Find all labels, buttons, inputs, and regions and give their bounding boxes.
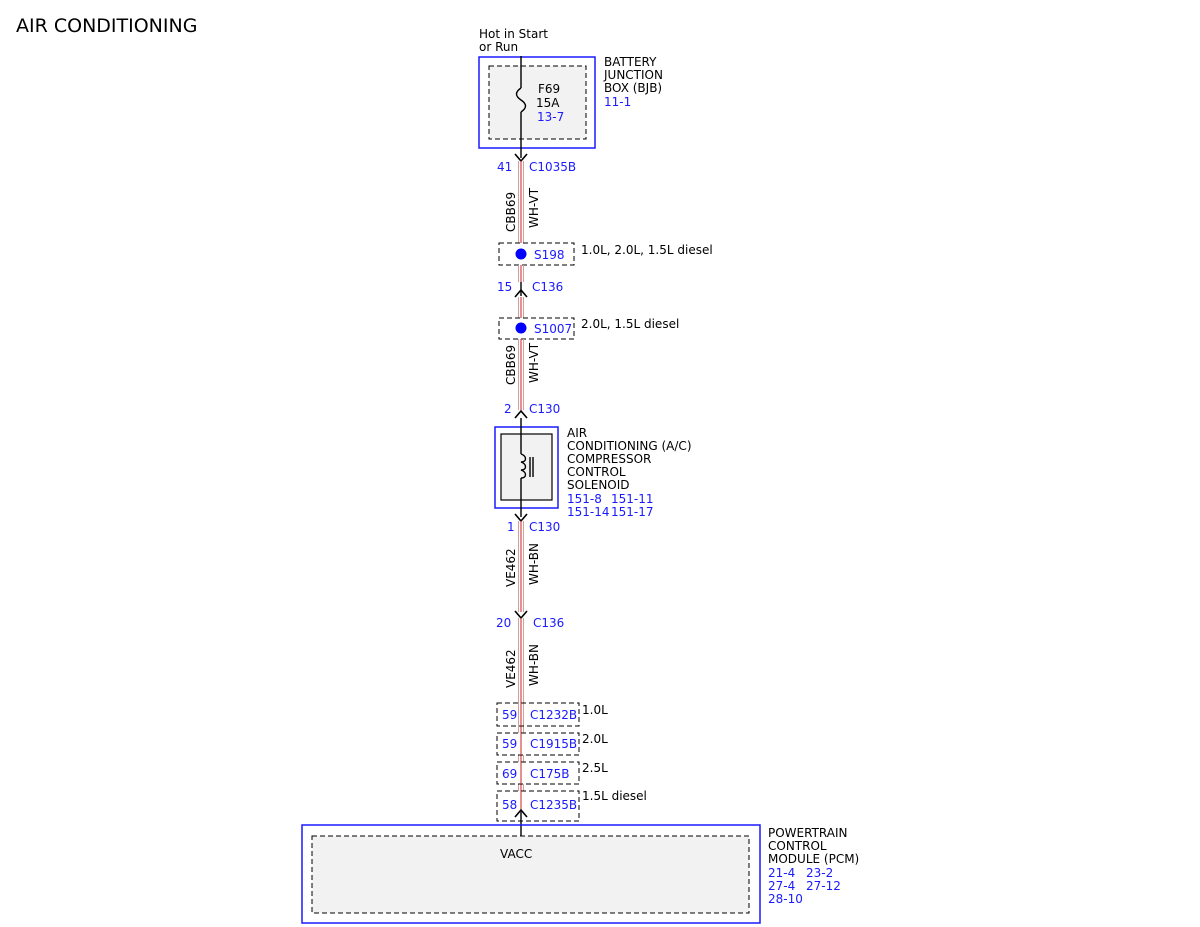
connector-arrow-up-icon [514, 808, 528, 818]
c136-top-pin: 15 [497, 280, 512, 294]
pcm-pin-label: VACC [500, 847, 532, 861]
solenoid-name-line5: SOLENOID [567, 478, 630, 492]
pcm-connector-name: C1232B [530, 708, 577, 722]
pcm-connector-box [496, 790, 580, 822]
splice-s198-dot-icon [515, 248, 527, 260]
pcm-connector-box [496, 761, 580, 785]
pcm-connector-note: 1.0L [582, 703, 608, 717]
fuse-ref: 13-7 [537, 110, 564, 124]
wire-seg3-color: WH-BN [527, 543, 541, 585]
solenoid-name-line3: COMPRESSOR [567, 452, 651, 466]
c136-bot-pin: 20 [496, 616, 511, 630]
solenoid-ref-4: 151-17 [611, 505, 654, 519]
wire-segment-1 [518, 161, 524, 245]
c130-bot-name: C130 [529, 520, 560, 534]
wire-segment-2 [518, 339, 524, 410]
pcm-ref-5: 28-10 [768, 892, 803, 906]
pcm-ref-3: 27-4 [768, 879, 795, 893]
battery-junction-box [478, 56, 596, 149]
pcm-connector-note: 2.5L [582, 761, 608, 775]
wire-seg3-circuit: VE462 [504, 548, 518, 587]
c130-top-name: C130 [529, 402, 560, 416]
pcm-name-line2: CONTROL [768, 839, 827, 853]
c130-bot-pin: 1 [507, 520, 515, 534]
fuse-icon [515, 87, 527, 113]
bjb-ref: 11-1 [604, 95, 631, 109]
pcm-connector-c1232b: 59 C1232B 1.0L [496, 702, 608, 727]
connector-arrow-up-icon [514, 409, 528, 419]
fuse-name: F69 [538, 82, 560, 96]
solenoid-ref-1: 151-8 [567, 492, 602, 506]
wire-seg4-color: WH-BN [527, 644, 541, 686]
fuse-rating: 15A [536, 96, 560, 110]
bjb-outline [478, 56, 596, 149]
solenoid-name-line1: AIR [567, 426, 587, 440]
pcm-connector-note: 2.0L [582, 732, 608, 746]
wire-seg4-circuit: VE462 [504, 649, 518, 688]
pcm-connector-box [496, 732, 580, 756]
solenoid-ref-3: 151-14 [567, 505, 610, 519]
splice-s1007-dot-icon [515, 322, 527, 334]
bjb-inner-dashed-box [488, 65, 587, 140]
wire-seg1-circuit: CBB69 [504, 192, 518, 232]
pcm-connector-name: C175B [530, 767, 570, 781]
wire-segment-2a [518, 297, 524, 318]
splice-s198-box [498, 242, 575, 266]
splice-s198-name: S198 [534, 248, 565, 262]
pcm-name-line3: MODULE (PCM) [768, 852, 859, 866]
wire-seg1-color: WH-VT [527, 187, 541, 228]
pcm-connector-box [496, 702, 580, 727]
solenoid-name-line4: CONTROL [567, 465, 626, 479]
c130-top-pin: 2 [504, 402, 512, 416]
bjb-name-line2: JUNCTION [603, 68, 663, 82]
pcm-ref-2: 23-2 [806, 866, 833, 880]
c1035b-name: C1035B [529, 160, 576, 174]
pcm-ref-4: 27-12 [806, 879, 841, 893]
connector-arrow-down-icon [514, 610, 528, 620]
solenoid-ref-2: 151-11 [611, 492, 654, 506]
pcm-ref-1: 21-4 [768, 866, 795, 880]
pcm-connector-name: C1235B [530, 798, 577, 812]
solenoid-name-line2: CONDITIONING (A/C) [567, 439, 692, 453]
pcm-inner-dashed-box [311, 835, 750, 914]
pcm-connector-c1235b: 58 C1235B 1.5L diesel [496, 789, 647, 822]
bjb-name-line1: BATTERY [604, 55, 657, 69]
solenoid-outline [494, 426, 559, 509]
ac-compressor-solenoid [494, 418, 559, 517]
c136-bot-name: C136 [533, 616, 564, 630]
wire-seg2-circuit: CBB69 [504, 345, 518, 385]
pcm-connector-c175b: 69 C175B 2.5L [496, 761, 608, 785]
pcm-connector-pin: 69 [502, 767, 517, 781]
pcm-connector-note: 1.5L diesel [582, 789, 647, 803]
connector-arrow-up-icon [514, 288, 528, 298]
pcm-connector-pin: 59 [502, 737, 517, 751]
power-source-label-line2: or Run [479, 40, 518, 54]
splice-s1007-name: S1007 [534, 322, 572, 336]
splice-s1007-note: 2.0L, 1.5L diesel [581, 317, 679, 331]
powertrain-control-module [301, 824, 761, 924]
pcm-connector-pin: 59 [502, 708, 517, 722]
pcm-connector-name: C1915B [530, 737, 577, 751]
pcm-outline [301, 824, 761, 924]
power-source-label-line1: Hot in Start [479, 27, 548, 41]
diagram-title: AIR CONDITIONING [16, 15, 197, 37]
wire-segment-1b [518, 265, 524, 282]
wire-segment-3 [518, 521, 524, 612]
pcm-connector-pin: 58 [502, 798, 517, 812]
coil-icon [520, 453, 527, 479]
c1035b-pin: 41 [497, 160, 512, 174]
pcm-name-line1: POWERTRAIN [768, 826, 848, 840]
bjb-name-line3: BOX (BJB) [604, 81, 662, 95]
pcm-connector-c1915b: 59 C1915B 2.0L [496, 732, 608, 756]
c136-top-name: C136 [532, 280, 563, 294]
splice-s198-note: 1.0L, 2.0L, 1.5L diesel [581, 243, 713, 257]
solenoid-inner-box [500, 433, 553, 501]
splice-s1007-box [498, 317, 575, 340]
wire-seg2-color: WH-VT [527, 342, 541, 383]
